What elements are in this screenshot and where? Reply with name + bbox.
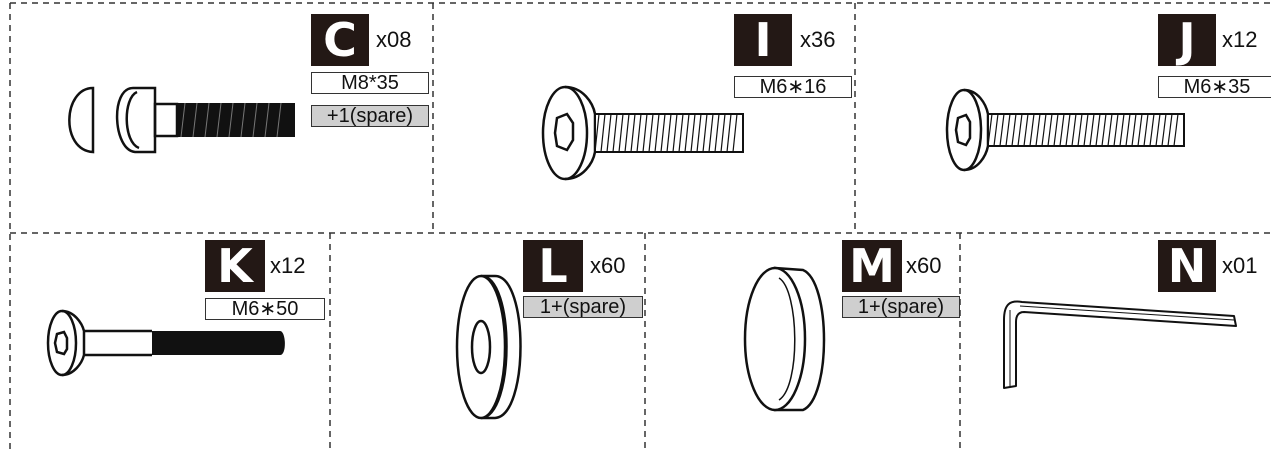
part-letter: N [1158, 240, 1216, 292]
part-letter: L [523, 240, 583, 292]
dome-cap-bolt-icon [68, 86, 295, 154]
part-letter: M [842, 240, 902, 292]
allen-key-icon [1003, 300, 1237, 389]
part-letter: J [1158, 14, 1216, 66]
part-size-label: M8*35 [311, 72, 429, 94]
part-quantity: x12 [270, 253, 306, 278]
flat-washer-icon [455, 274, 522, 420]
hex-socket-bolt-icon [541, 85, 744, 181]
part-letter: I [734, 14, 792, 66]
part-quantity: x12 [1222, 27, 1258, 52]
part-size-label: M6∗50 [205, 298, 325, 320]
part-size-label: M6∗35 [1158, 76, 1271, 98]
hex-socket-bolt-icon [46, 309, 285, 377]
part-quantity: x60 [590, 253, 626, 278]
part-quantity: x01 [1222, 253, 1258, 278]
part-quantity: x08 [376, 27, 412, 52]
part-size-label: M6∗16 [734, 76, 852, 98]
part-letter: K [205, 240, 265, 292]
part-spare-label: 1+(spare) [842, 296, 960, 318]
hex-socket-bolt-icon [945, 88, 1185, 172]
part-spare-label: 1+(spare) [523, 296, 643, 318]
part-quantity: x36 [800, 27, 836, 52]
screw-cap-icon [743, 266, 826, 412]
part-spare-label: +1(spare) [311, 105, 429, 127]
part-letter: C [311, 14, 369, 66]
part-quantity: x60 [906, 253, 942, 278]
